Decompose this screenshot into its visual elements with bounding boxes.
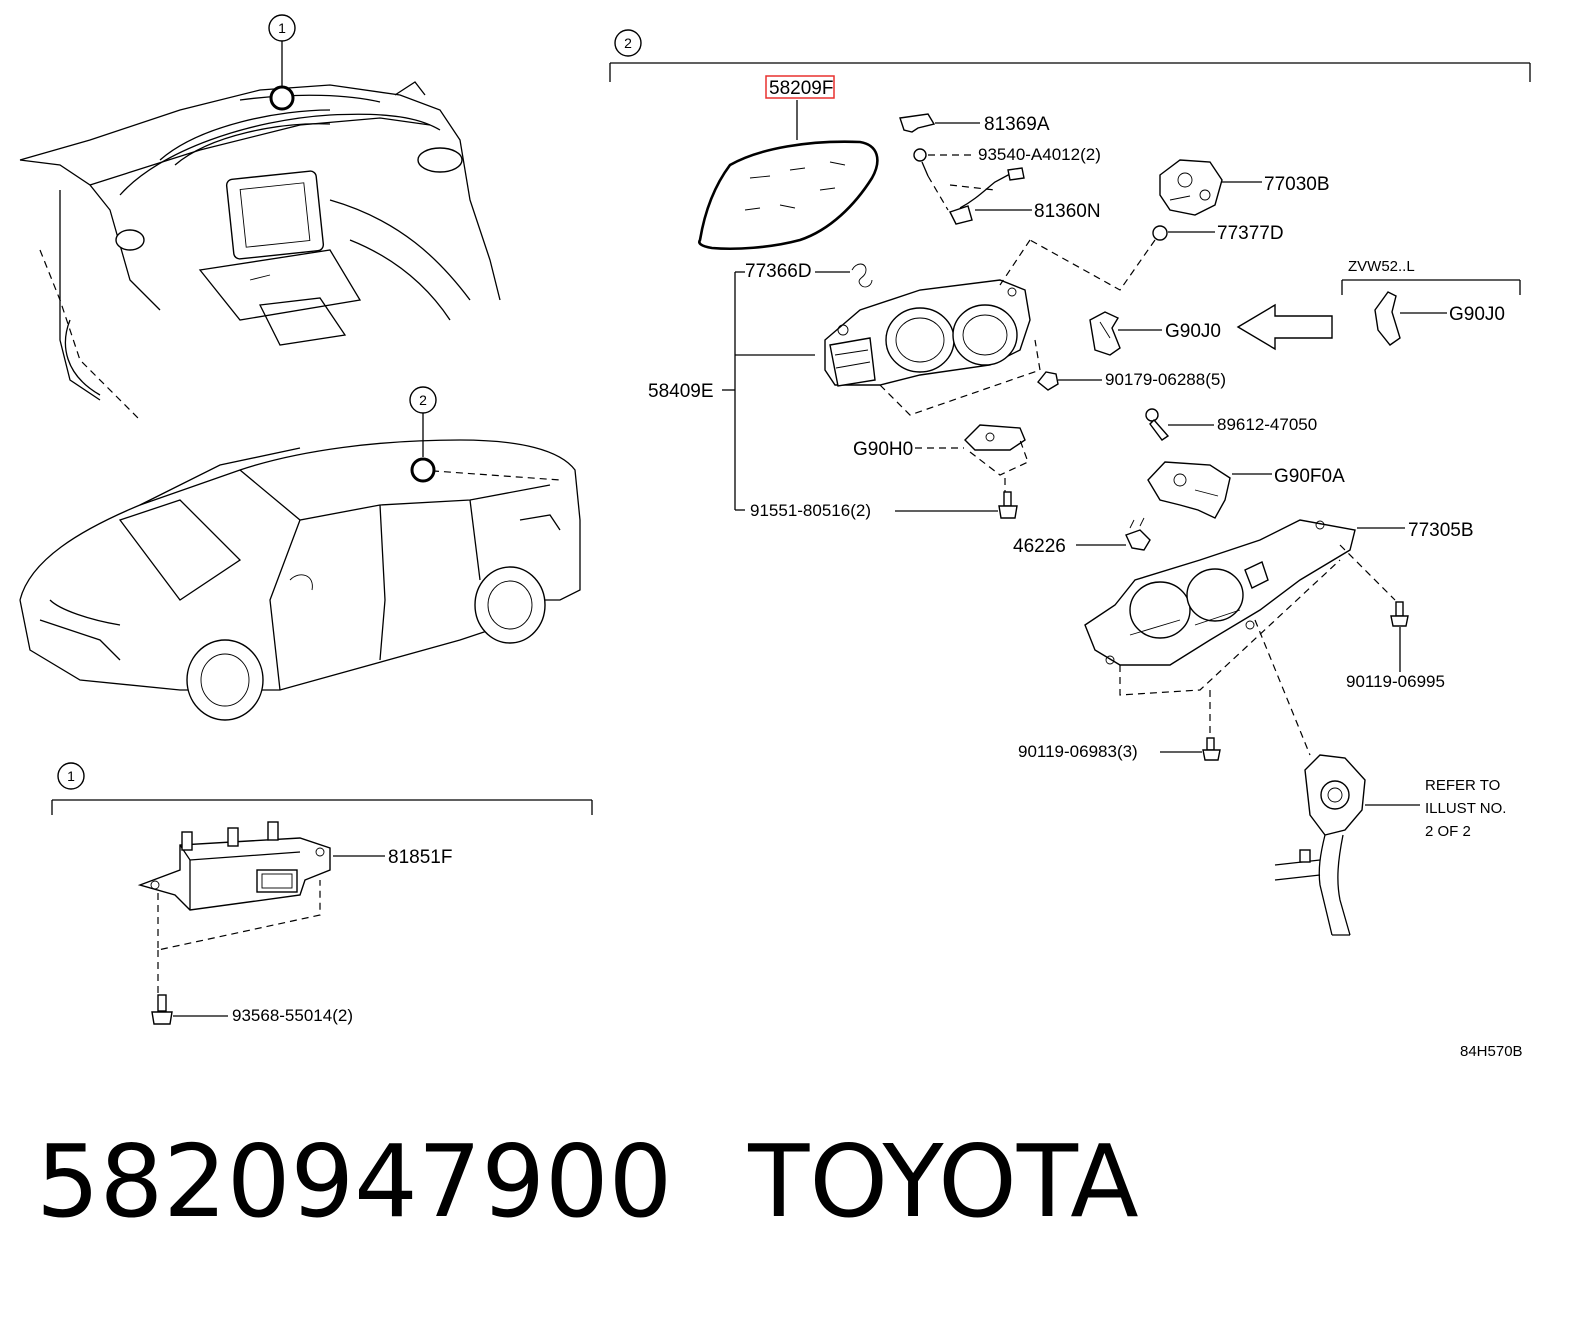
label-G90H0[interactable]: G90H0 bbox=[853, 439, 913, 460]
label-81851F[interactable]: 81851F bbox=[388, 847, 452, 868]
section-2-bracket: 2 bbox=[609, 29, 1531, 82]
grommet-77377D-icon bbox=[1152, 225, 1168, 241]
screw-93540-icon bbox=[913, 148, 929, 177]
label-77030B[interactable]: 77030B bbox=[1264, 174, 1330, 195]
illustration-id: 84H570B bbox=[1460, 1043, 1523, 1060]
module-81851F-illustration bbox=[137, 821, 331, 995]
nut-90179-icon bbox=[1037, 371, 1059, 391]
bolt-91551-icon bbox=[998, 491, 1018, 519]
bolt-93568-icon bbox=[151, 994, 173, 1025]
label-G90J0-main[interactable]: G90J0 bbox=[1165, 321, 1221, 342]
label-93540[interactable]: 93540-A4012(2) bbox=[978, 145, 1101, 164]
bracket-G90J0-alt-illustration bbox=[1374, 291, 1401, 346]
callout-2-car: 2 bbox=[409, 386, 437, 483]
callout-1-dashboard: 1 bbox=[268, 14, 296, 111]
car-illustration bbox=[19, 439, 581, 721]
svg-text:1: 1 bbox=[278, 20, 286, 36]
zvw-bracket bbox=[1341, 279, 1521, 295]
sensor-89612-icon bbox=[1145, 408, 1170, 441]
label-93568[interactable]: 93568-55014(2) bbox=[232, 1006, 353, 1025]
label-46226[interactable]: 46226 bbox=[1013, 536, 1066, 557]
latch-G90F0A-illustration bbox=[1147, 461, 1231, 519]
charge-connector-illustration bbox=[1274, 754, 1366, 936]
spring-77366D-icon bbox=[851, 263, 873, 288]
svg-text:1: 1 bbox=[67, 768, 75, 784]
housing-58409E-illustration bbox=[824, 279, 1031, 387]
label-58209F[interactable]: 58209F bbox=[769, 78, 833, 99]
bolt-90119-06995-icon bbox=[1390, 601, 1409, 627]
actuator-77030B-illustration bbox=[1159, 159, 1223, 216]
label-90119-06995[interactable]: 90119-06995 bbox=[1346, 672, 1445, 691]
label-zvw52[interactable]: ZVW52..L bbox=[1348, 258, 1415, 275]
label-81369A[interactable]: 81369A bbox=[984, 114, 1050, 135]
part-number: 5820947900 bbox=[36, 1123, 673, 1240]
label-90119-06983[interactable]: 90119-06983(3) bbox=[1018, 742, 1138, 761]
label-58409E[interactable]: 58409E bbox=[648, 381, 714, 402]
label-G90J0-alt[interactable]: G90J0 bbox=[1449, 304, 1505, 325]
arrow-left-icon bbox=[1236, 303, 1333, 351]
bracket-58409E bbox=[722, 271, 815, 511]
label-77366D[interactable]: 77366D bbox=[745, 261, 812, 282]
base-plate-77305B-illustration bbox=[1084, 519, 1356, 666]
panel-58209F-illustration bbox=[698, 140, 879, 251]
label-77377D[interactable]: 77377D bbox=[1217, 223, 1284, 244]
label-89612[interactable]: 89612-47050 bbox=[1217, 415, 1317, 434]
clip-46226-icon bbox=[1125, 517, 1151, 551]
harness-81360N-illustration bbox=[949, 167, 1025, 225]
dashboard-illustration bbox=[19, 81, 501, 421]
refer-note-line3: 2 OF 2 bbox=[1425, 823, 1471, 840]
svg-text:2: 2 bbox=[624, 35, 632, 51]
refer-note-line2: ILLUST NO. bbox=[1425, 800, 1506, 817]
bolt-90119-06983-icon bbox=[1202, 737, 1221, 761]
clip-81369A-icon bbox=[899, 113, 936, 133]
label-77305B[interactable]: 77305B bbox=[1408, 520, 1474, 541]
svg-text:2: 2 bbox=[419, 392, 427, 408]
label-90179[interactable]: 90179-06288(5) bbox=[1105, 370, 1226, 389]
brand-name: TOYOTA bbox=[748, 1123, 1139, 1240]
label-G90F0A[interactable]: G90F0A bbox=[1274, 466, 1345, 487]
label-91551[interactable]: 91551-80516(2) bbox=[750, 501, 871, 520]
section-1-bracket: 1 bbox=[51, 762, 593, 815]
bracket-G90J0-illustration bbox=[1089, 311, 1121, 356]
bracket-G90H0-illustration bbox=[964, 424, 1026, 451]
label-81360N[interactable]: 81360N bbox=[1034, 201, 1101, 222]
refer-note-line1: REFER TO bbox=[1425, 777, 1500, 794]
highlight-box bbox=[765, 75, 835, 99]
